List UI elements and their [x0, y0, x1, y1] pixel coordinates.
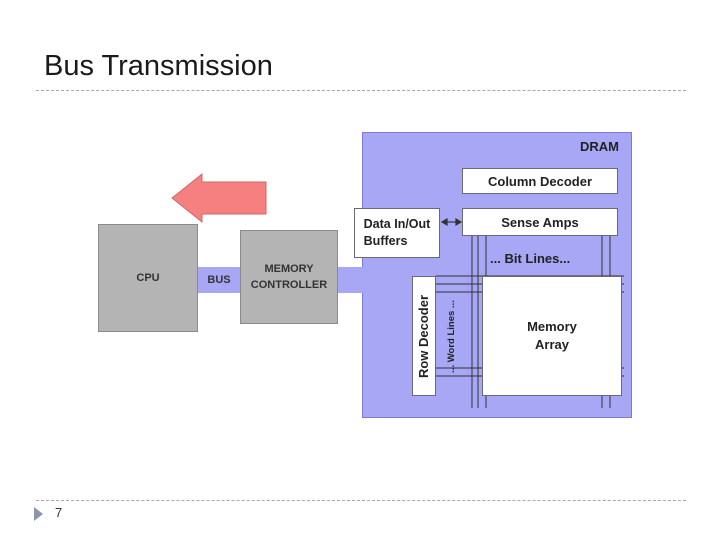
data-io-buffers-box: Data In/Out Buffers [354, 208, 440, 258]
footer-divider [36, 500, 686, 501]
transfer-arrow [171, 172, 267, 224]
memory-array-line: Memory [527, 318, 577, 334]
cpu-label: CPU [136, 271, 160, 284]
page-number: 7 [55, 505, 63, 520]
dram-label: DRAM [580, 139, 619, 154]
row-decoder-label: Row Decoder [416, 294, 432, 378]
sense-amps-label: Sense Amps [501, 214, 579, 230]
row-decoder-box: Row Decoder [412, 276, 436, 396]
title-divider [36, 90, 686, 91]
memory-controller-line: CONTROLLER [250, 279, 328, 291]
memory-controller-box: MEMORY CONTROLLER [240, 230, 338, 324]
data-io-line: Buffers [363, 234, 408, 248]
io-arrowhead [455, 217, 463, 227]
word-lines-label: ... Word Lines ... [445, 299, 457, 373]
sense-amps-box: Sense Amps [462, 208, 618, 236]
column-decoder-box: Column Decoder [462, 168, 618, 194]
word-lines-label-wrap: ... Word Lines ... [438, 276, 464, 396]
bus-label: BUS [207, 274, 231, 286]
data-io-line: Data In/Out [363, 217, 431, 232]
bit-lines-label: ... Bit Lines... [490, 251, 571, 266]
page-marker-icon [34, 507, 43, 521]
memory-array-line: Array [535, 337, 569, 352]
memory-controller-line: MEMORY [264, 262, 314, 275]
column-decoder-label: Column Decoder [487, 173, 592, 189]
slide-title: Bus Transmission [44, 50, 273, 82]
cpu-box: CPU [98, 224, 198, 332]
dram-diagram: CPU BUS MEMORY CONTROLLER DRAM Column De… [90, 126, 636, 420]
memory-array-box: Memory Array [482, 276, 622, 396]
io-arrowhead [440, 217, 448, 227]
